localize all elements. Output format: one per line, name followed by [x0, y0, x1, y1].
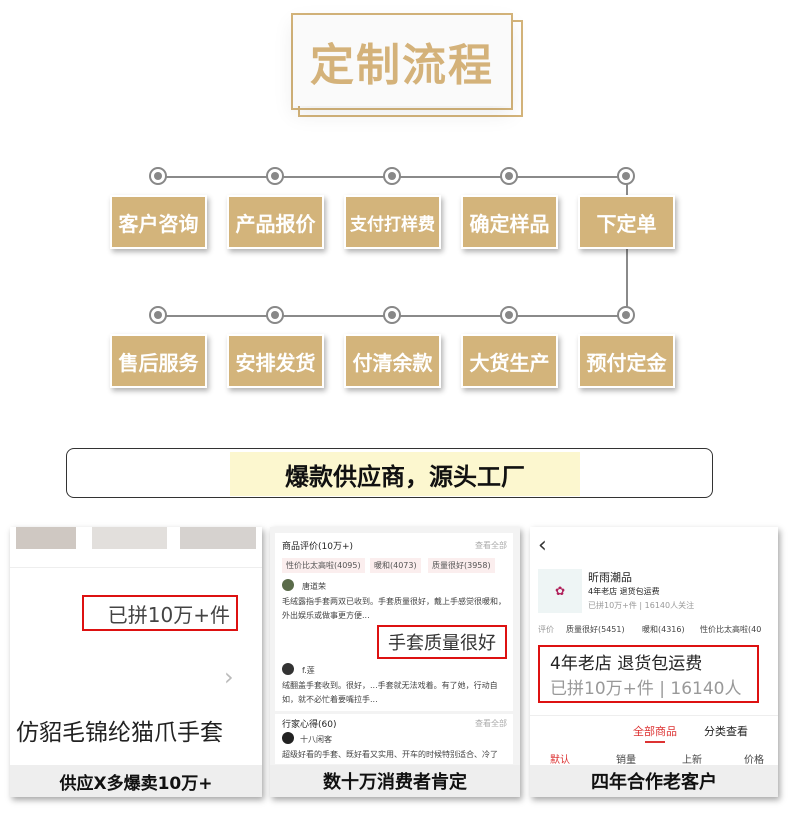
sort-default[interactable]: 默认: [550, 755, 570, 766]
avatar: [282, 732, 294, 744]
sort-new[interactable]: 上新: [682, 755, 702, 766]
tab-category[interactable]: 分类查看: [704, 725, 748, 738]
flow-node-icon: [383, 167, 401, 185]
banner-frame: [66, 448, 713, 498]
banner-text: 爆款供应商，源头工厂: [285, 462, 525, 491]
shop-logo: ✿: [538, 569, 582, 613]
flow-node-icon: [500, 306, 518, 324]
product-thumb: [92, 527, 167, 549]
product-title: 仿貂毛锦纶猫爪手套: [16, 720, 223, 746]
tab-indicator: [645, 741, 665, 743]
product-thumb: [16, 527, 76, 549]
panel-caption: 数十万消费者肯定: [270, 765, 520, 797]
divider: [10, 567, 262, 568]
flow-node-icon: [266, 306, 284, 324]
rating-tag[interactable]: 暖和(4316): [642, 625, 685, 634]
review-tag[interactable]: 质量很好(3958): [428, 558, 495, 573]
sort-sales[interactable]: 销量: [616, 755, 636, 766]
review-user: f.莲: [302, 666, 315, 675]
flow-node-icon: [383, 306, 401, 324]
expert-title: 行家心得(60): [282, 720, 337, 730]
callout-line2: 已拼10万+件 | 16140人: [550, 679, 742, 699]
back-arrow-icon[interactable]: ‹: [538, 533, 547, 558]
view-all-link[interactable]: 查看全部: [475, 719, 507, 728]
flow-step: 下定单: [578, 195, 675, 249]
sold-callout: 已拼10万+件: [82, 595, 238, 631]
shop-stats: 已拼10万+件 | 16140人关注: [588, 601, 695, 610]
flow-step: 产品报价: [227, 195, 324, 249]
panel-caption: 供应X多爆卖10万+: [10, 765, 262, 797]
expert-text: 超级好看的手套、既好看又实用、开车的时候特别适合、冷了: [282, 750, 498, 759]
flow-step: 安排发货: [227, 334, 324, 388]
flow-step: 付清余款: [344, 334, 441, 388]
expert-user: 十八闲客: [300, 735, 332, 744]
avatar: [282, 663, 294, 675]
panel-sales: 已拼10万+件 › 仿貂毛锦纶猫爪手套 供应X多爆卖10万+: [10, 527, 262, 797]
flow-node-icon: [266, 167, 284, 185]
section-title: 定制流程: [293, 15, 511, 106]
chevron-right-icon[interactable]: ›: [224, 663, 234, 691]
rating-label: 评价: [538, 625, 554, 634]
flow-node-icon: [149, 167, 167, 185]
flow-step: 大货生产: [461, 334, 558, 388]
review-tag[interactable]: 暖和(4073): [370, 558, 421, 573]
flow-node-icon: [617, 167, 635, 185]
flow-node-icon: [500, 167, 518, 185]
avatar: [282, 579, 294, 591]
callout-line1: 4年老店 退货包运费: [550, 654, 703, 674]
sort-price[interactable]: 价格: [744, 755, 764, 766]
flow-step: 确定样品: [461, 195, 558, 249]
rating-tag[interactable]: 性价比太高啦(40: [700, 625, 762, 634]
shop-badge: 4年老店 退货包运费: [588, 587, 660, 596]
review-text: 毛绒露指手套两双已收到。手套质量很好，戴上手感觉很暖和，外出娱乐或做事更方便..…: [282, 597, 506, 620]
banner-highlight: [230, 452, 580, 496]
view-all-link[interactable]: 查看全部: [475, 541, 507, 550]
flow-step: 售后服务: [110, 334, 207, 388]
review-text: 绒翻盖手套收到。很好，...手套就无法戏着。有了她，行动自如，就不必忙着要嘴拉手…: [282, 681, 498, 704]
panel-reviews: 商品评价(10万+) 查看全部 性价比太高啦(4095) 暖和(4073) 质量…: [270, 527, 520, 797]
title-frame-outer: [291, 13, 513, 110]
shop-name: 昕雨潮品: [588, 571, 632, 584]
expert-card: [275, 714, 513, 764]
review-user: 唐道荣: [302, 582, 326, 591]
flow-step: 支付打样费: [344, 195, 441, 249]
divider: [530, 715, 778, 716]
review-tag[interactable]: 性价比太高啦(4095): [282, 558, 365, 573]
flow-step: 客户咨询: [110, 195, 207, 249]
tab-all-products[interactable]: 全部商品: [633, 725, 677, 738]
flow-step: 预付定金: [578, 334, 675, 388]
product-thumb: [180, 527, 256, 549]
flow-node-icon: [149, 306, 167, 324]
rating-tag[interactable]: 质量很好(5451): [566, 625, 625, 634]
quality-callout: 手套质量很好: [377, 625, 507, 659]
reviews-title: 商品评价(10万+): [282, 542, 354, 552]
shop-callout: 4年老店 退货包运费 已拼10万+件 | 16140人: [538, 645, 759, 703]
panel-shop: ‹ ✿ 昕雨潮品 4年老店 退货包运费 已拼10万+件 | 16140人关注 评…: [530, 527, 778, 797]
flow-node-icon: [617, 306, 635, 324]
panel-caption: 四年合作老客户: [530, 765, 778, 797]
